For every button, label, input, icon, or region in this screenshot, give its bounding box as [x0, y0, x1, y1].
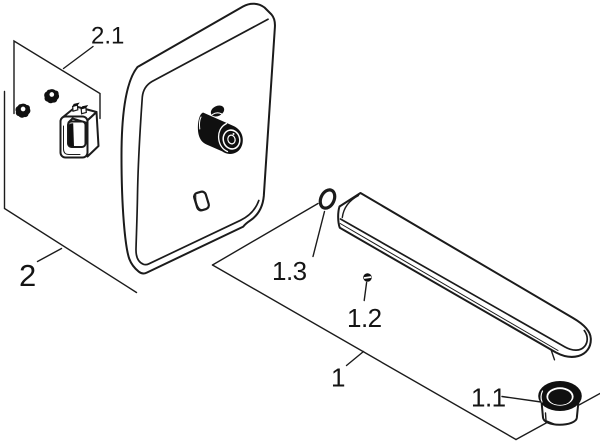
leader-line-2-1 [62, 45, 94, 70]
leader-line-1 [345, 350, 365, 367]
mounting-nut-icon [44, 89, 60, 104]
set-screw [363, 273, 372, 302]
label-1: 1 [331, 363, 345, 393]
mounting-nut-icon [15, 103, 31, 118]
leader-line-1-2 [363, 281, 368, 302]
spout-bar [337, 192, 592, 361]
switch-terminal [71, 102, 89, 115]
plane-outline-2 [3, 90, 138, 294]
aerator-cap [501, 381, 582, 426]
o-ring [312, 188, 337, 258]
leader-line-1-1 [501, 395, 542, 403]
wall-plate [120, 2, 276, 275]
label-2: 2 [19, 258, 36, 293]
label-1-3: 1.3 [272, 256, 307, 286]
rocker-switch [59, 102, 100, 159]
leader-line-1-3 [312, 210, 326, 258]
label-1-1: 1.1 [471, 383, 506, 413]
leader-line-2 [36, 247, 63, 263]
label-2-1: 2.1 [91, 23, 124, 50]
square-hole [193, 190, 210, 212]
bracket-2-1 [13, 39, 101, 120]
valve-stem-knob [197, 105, 243, 154]
label-1-2: 1.2 [347, 303, 382, 333]
